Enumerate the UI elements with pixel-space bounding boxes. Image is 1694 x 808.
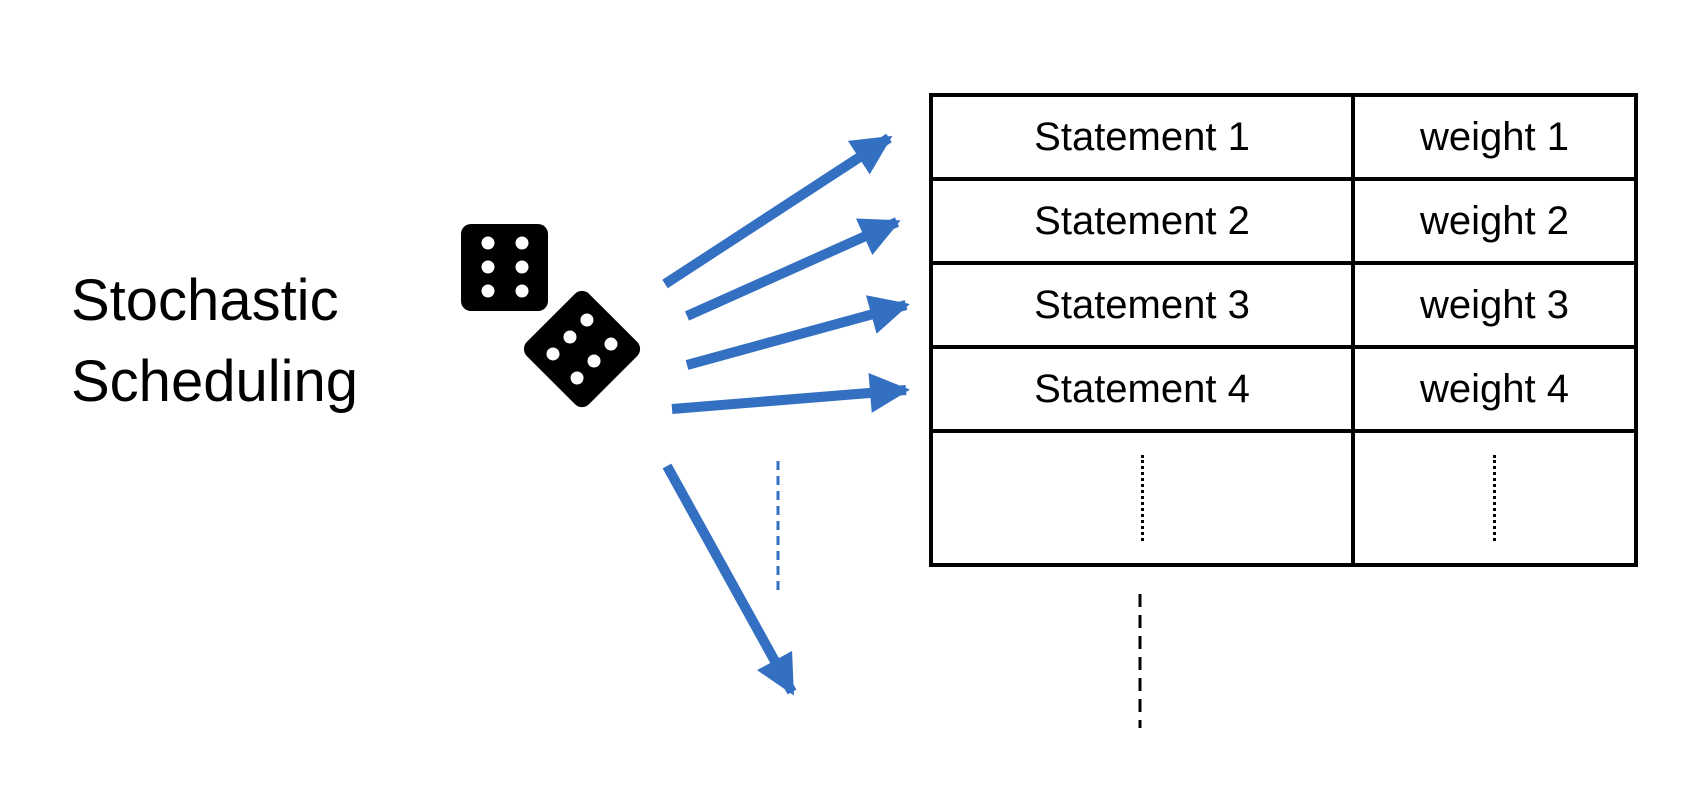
arrows bbox=[662, 133, 910, 696]
title-line-2: Scheduling bbox=[71, 349, 358, 414]
statement-cell: Statement 3 bbox=[929, 261, 1355, 349]
arrow-to-statement-3 bbox=[685, 295, 910, 370]
table-row: Statement 3 weight 3 bbox=[929, 261, 1638, 349]
arrow-to-statement-2 bbox=[684, 217, 901, 321]
statement-cell: Statement 1 bbox=[929, 93, 1355, 181]
arrow-to-statement-1 bbox=[662, 133, 893, 289]
statement-ellipsis-cell bbox=[929, 429, 1355, 567]
statement-cell: Statement 4 bbox=[929, 345, 1355, 433]
weight-cell: weight 4 bbox=[1351, 345, 1638, 433]
die-front bbox=[461, 224, 548, 311]
statement-cell: Statement 2 bbox=[929, 177, 1355, 265]
vertical-ellipsis bbox=[1493, 455, 1496, 541]
weight-cell: weight 3 bbox=[1351, 261, 1638, 349]
weight-ellipsis-cell bbox=[1351, 429, 1638, 567]
table-row: Statement 2 weight 2 bbox=[929, 177, 1638, 265]
weight-cell: weight 1 bbox=[1351, 93, 1638, 181]
arrow-to-more-statements bbox=[662, 463, 797, 696]
vertical-ellipsis bbox=[1140, 455, 1144, 541]
table-row: Statement 4 weight 4 bbox=[929, 345, 1638, 433]
weight-cell: weight 2 bbox=[1351, 177, 1638, 265]
title-line-1: Stochastic bbox=[71, 268, 339, 333]
dice-icon bbox=[461, 224, 641, 408]
statement-weight-table: Statement 1 weight 1 Statement 2 weight … bbox=[929, 93, 1638, 567]
table-row: Statement 1 weight 1 bbox=[929, 93, 1638, 181]
die-rotated bbox=[523, 290, 641, 408]
table-row-ellipsis bbox=[929, 429, 1638, 567]
arrow-to-statement-4 bbox=[671, 372, 910, 414]
